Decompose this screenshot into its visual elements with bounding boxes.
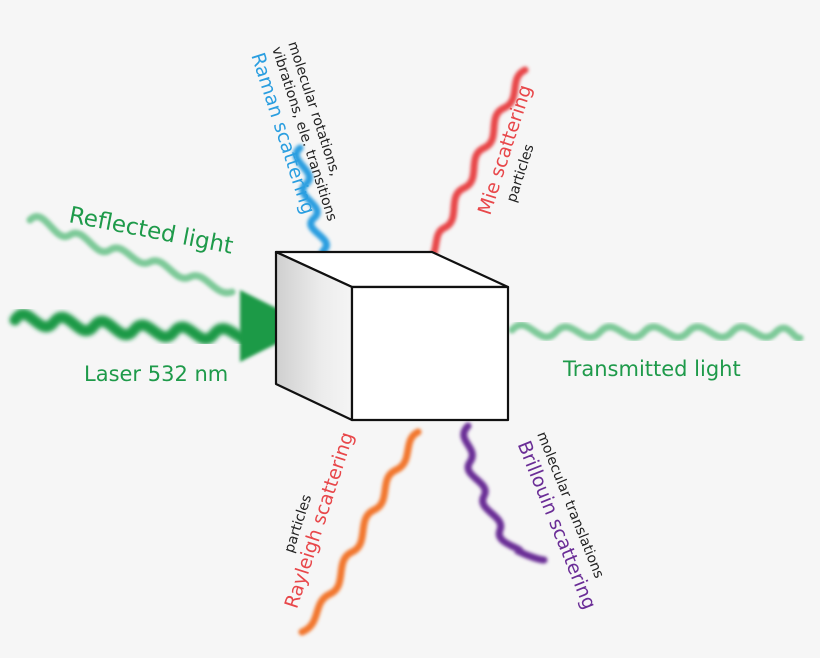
brillouin-scattering-wave bbox=[460, 422, 548, 564]
laser-beam-wave bbox=[9, 308, 260, 345]
mie-label-group: Mie scattering particles bbox=[474, 82, 538, 217]
rayleigh-scattering-wave bbox=[298, 428, 422, 636]
laser-label: Laser 532 nm bbox=[84, 362, 228, 386]
reflected-light-label: Reflected light bbox=[67, 202, 235, 259]
sample-cube bbox=[274, 250, 510, 422]
transmitted-light-label: Transmitted light bbox=[562, 357, 741, 381]
mie-scattering-wave bbox=[424, 66, 529, 266]
rayleigh-label-group: particles Rayleigh scattering bbox=[281, 429, 359, 611]
raman-label-group: molecular rotations, vibrations, ele. tr… bbox=[246, 40, 343, 224]
cube-front-face bbox=[350, 285, 510, 422]
transmitted-light-wave bbox=[508, 321, 804, 342]
brillouin-label-group: molecular translations Brillouin scatter… bbox=[513, 430, 607, 613]
reflected-light-wave bbox=[26, 213, 236, 297]
